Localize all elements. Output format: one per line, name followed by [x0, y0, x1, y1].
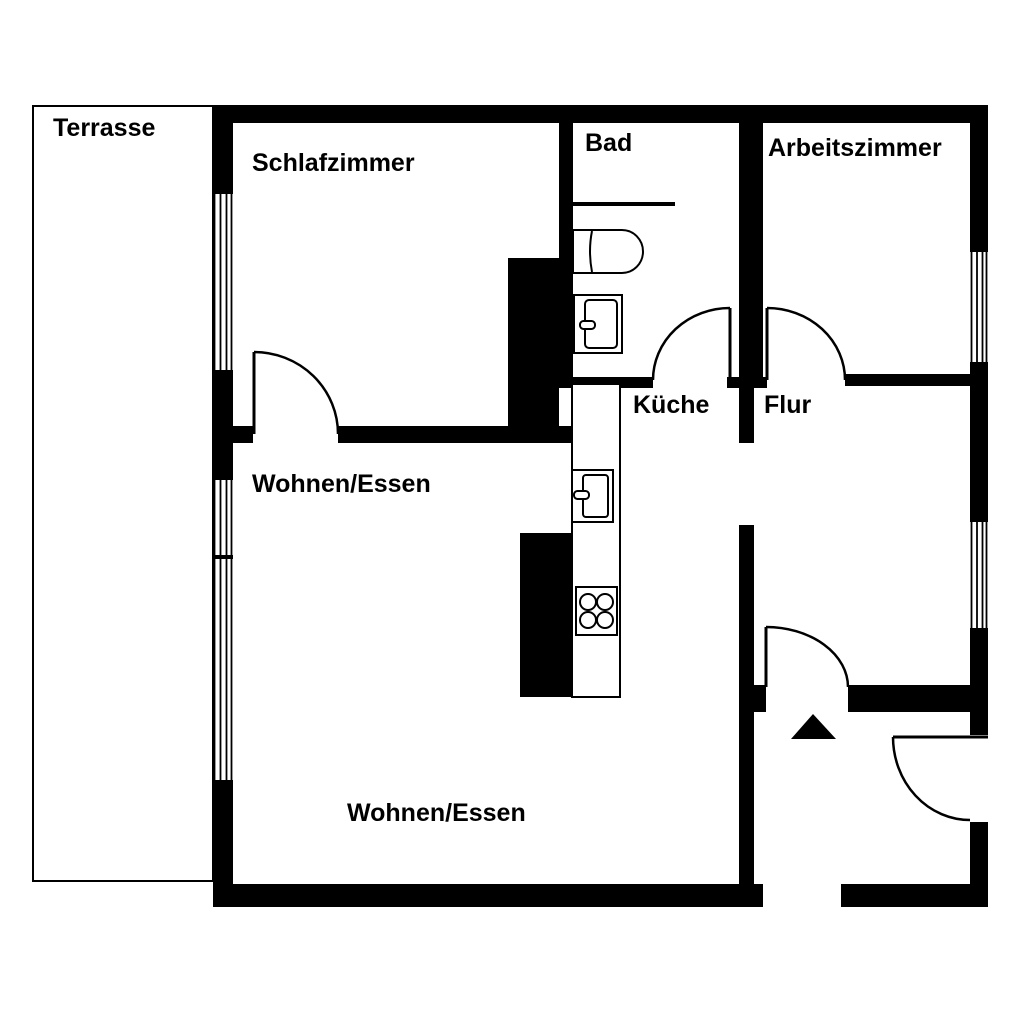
- door-entry-side: [891, 735, 988, 822]
- window-schlafzimmer-west: [213, 194, 233, 370]
- wall-left-upper: [213, 105, 233, 194]
- label-flur: Flur: [764, 391, 811, 419]
- wall-block-a: [508, 258, 559, 426]
- sink-kueche: [571, 469, 614, 523]
- door-schlafzimmer: [252, 350, 340, 435]
- wall-right-upper: [970, 105, 988, 252]
- wall-schlafzimmer-south: [338, 426, 573, 443]
- wall-top: [213, 105, 988, 123]
- wall-right-lower: [970, 628, 988, 735]
- sink-bad: [573, 294, 623, 354]
- label-arbeitszimmer: Arbeitszimmer: [768, 134, 942, 162]
- burner-icon: [596, 611, 614, 629]
- wall-vestibule-stub: [754, 685, 766, 712]
- stove: [575, 586, 618, 636]
- label-kueche: Küche: [633, 391, 710, 419]
- wall-right-mid: [970, 362, 988, 522]
- wall-divider-schlaf-bad: [559, 123, 573, 388]
- label-bad: Bad: [585, 129, 632, 157]
- bad-partition-line: [573, 202, 675, 206]
- entrance-arrow-icon: [791, 714, 836, 739]
- faucet-icon: [573, 490, 590, 500]
- window-wohnen-west: [213, 480, 233, 780]
- wall-flur-wohnen: [739, 525, 754, 884]
- wall-bad-south: [559, 377, 653, 388]
- terrace-outline: [32, 105, 214, 882]
- burner-icon: [579, 611, 597, 629]
- wall-bottom-left: [213, 884, 763, 907]
- wall-left-mid: [213, 370, 233, 480]
- window-divider: [213, 555, 233, 559]
- faucet-icon: [579, 320, 596, 330]
- wall-flur-south: [848, 685, 970, 712]
- window-flur-east: [970, 522, 988, 628]
- burner-icon: [579, 593, 597, 611]
- kitchen-counter: [571, 383, 621, 698]
- wall-bottom-right: [841, 884, 988, 907]
- wall-left-stub: [233, 426, 253, 443]
- door-bad: [651, 306, 732, 381]
- door-flur: [764, 625, 850, 688]
- label-wohnen-essen-lower: Wohnen/Essen: [347, 799, 526, 827]
- bathtub: [572, 229, 644, 274]
- label-terrasse: Terrasse: [53, 114, 155, 142]
- burner-icon: [596, 593, 614, 611]
- label-wohnen-essen-upper: Wohnen/Essen: [252, 470, 431, 498]
- wall-right-bottom: [970, 822, 988, 907]
- label-schlafzimmer: Schlafzimmer: [252, 149, 415, 177]
- wall-left-lower: [213, 780, 233, 907]
- wall-kueche-flur: [739, 388, 754, 443]
- wall-arbeitszimmer-south: [845, 374, 970, 386]
- wall-bad-arbeitszimmer: [739, 123, 763, 388]
- wall-block-b: [520, 533, 573, 697]
- door-arbeitszimmer: [765, 306, 847, 381]
- window-arbeitszimmer-east: [970, 252, 988, 362]
